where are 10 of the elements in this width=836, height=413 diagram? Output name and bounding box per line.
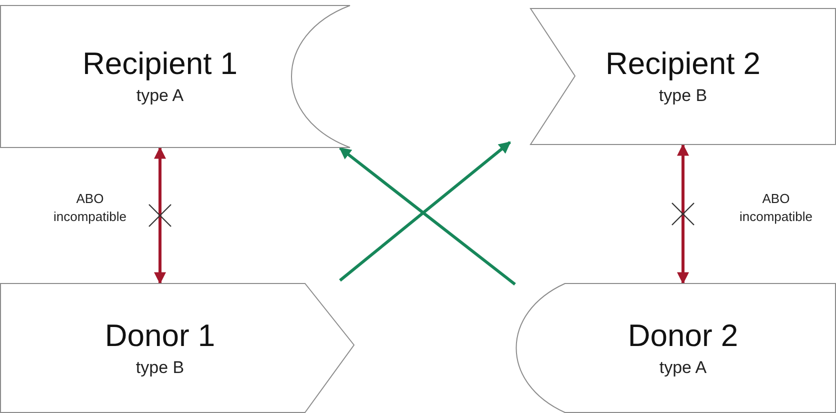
arrow bbox=[677, 144, 689, 284]
node-title: Donor 1 bbox=[104, 318, 216, 354]
node-subtitle: type B bbox=[136, 358, 184, 378]
node-subtitle: type A bbox=[136, 86, 184, 107]
node-subtitle: type A bbox=[659, 358, 707, 378]
node-title: Recipient 1 bbox=[82, 46, 238, 82]
node-title: Recipient 2 bbox=[605, 46, 761, 82]
node-title: Donor 2 bbox=[628, 318, 738, 354]
node-subtitle: type B bbox=[658, 86, 708, 107]
arrow bbox=[154, 146, 166, 284]
